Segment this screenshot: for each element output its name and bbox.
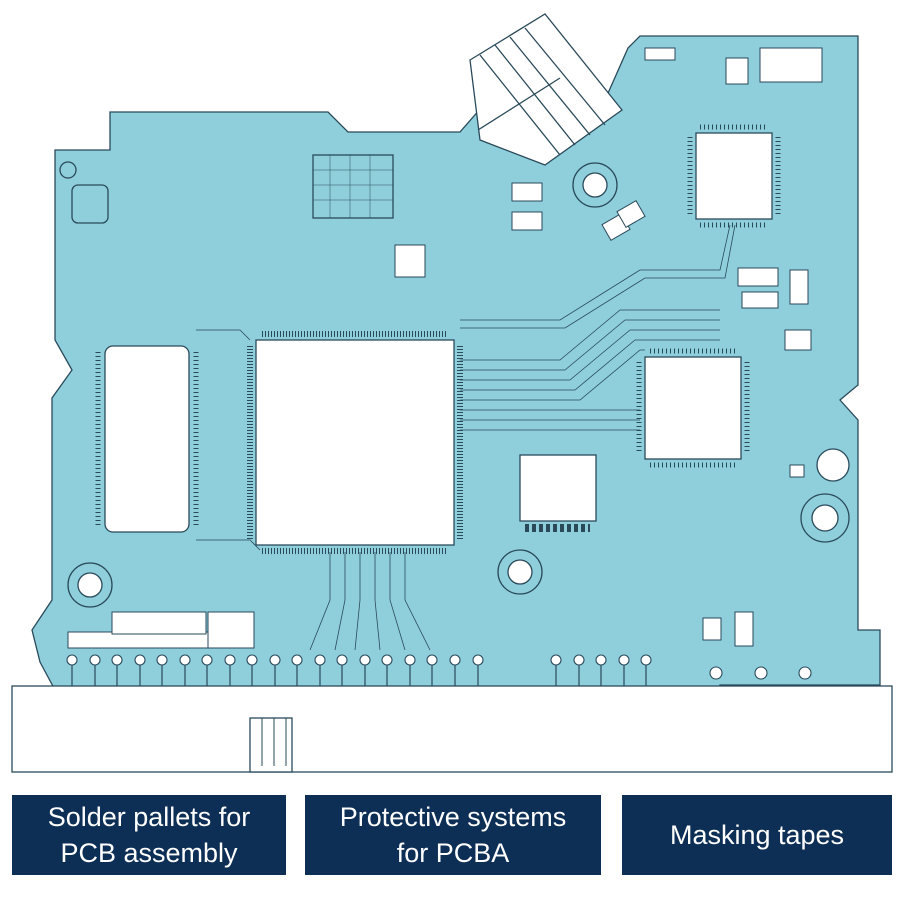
edge-connector: [11, 685, 893, 773]
grid-component: [312, 154, 394, 219]
main-processor-chip: [255, 339, 455, 546]
connector-key: [249, 717, 293, 773]
memory-chip: [104, 345, 190, 533]
controller-chip: [695, 132, 773, 220]
caption-line: Solder pallets for: [47, 802, 251, 832]
caption-line: for PCBA: [396, 838, 510, 868]
circuit-traces: [196, 224, 736, 651]
mount-hole: [59, 161, 77, 179]
pcb-board-illustration: [11, 13, 893, 773]
caption-line: PCB assembly: [60, 838, 238, 868]
caption-solder-pallets: Solder pallets for PCB assembly: [12, 795, 286, 875]
caption-masking-tapes: Masking tapes: [622, 795, 892, 875]
caption-protective-systems: Protective systems for PCBA: [305, 795, 601, 875]
mount-slot: [71, 184, 109, 224]
pcb-outline: [31, 35, 881, 691]
caption-line: Masking tapes: [669, 820, 845, 850]
edge-pins: [71, 660, 647, 690]
io-chip: [644, 356, 742, 460]
driver-chip: [519, 454, 597, 522]
main-processor-pins: [247, 331, 463, 554]
passive-components: [394, 47, 823, 647]
caption-line: Protective systems: [339, 802, 567, 832]
pad-strip: [67, 611, 255, 649]
power-connector: [469, 13, 623, 166]
